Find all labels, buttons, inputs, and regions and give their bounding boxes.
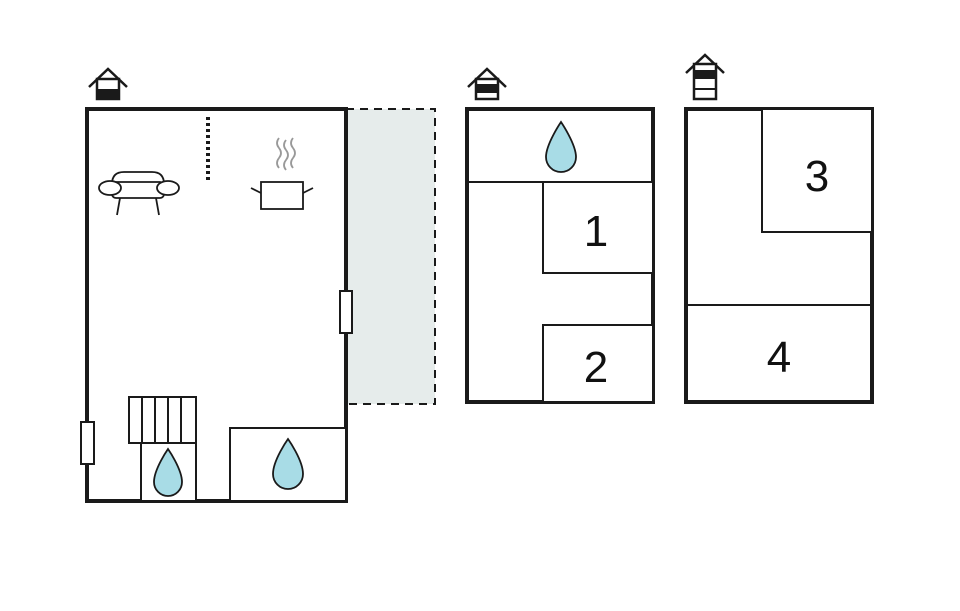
second-floor-plan: 3 4	[684, 53, 874, 404]
window-icon	[339, 290, 353, 334]
room-3	[761, 108, 873, 233]
sofa-icon	[98, 171, 180, 216]
ground-floor-plan	[80, 67, 436, 503]
room-1	[542, 181, 654, 274]
first-floor-plan: 1 2	[465, 67, 655, 404]
water-drop-icon	[272, 437, 304, 490]
room-number-label: 2	[584, 343, 608, 392]
water-drop-icon	[153, 447, 183, 497]
room-number-label: 4	[767, 333, 791, 382]
stairs-icon	[128, 396, 197, 444]
cooking-pot-icon	[250, 137, 314, 210]
house-floor-icon	[685, 53, 725, 101]
house-floor-icon	[467, 67, 507, 101]
house-floor-icon	[88, 67, 128, 101]
water-drop-icon	[545, 120, 577, 173]
room-number-label: 1	[584, 207, 608, 256]
terrace-area	[345, 108, 436, 405]
room-number-label: 3	[805, 152, 829, 201]
room-2	[542, 324, 654, 403]
window-icon	[80, 421, 95, 465]
